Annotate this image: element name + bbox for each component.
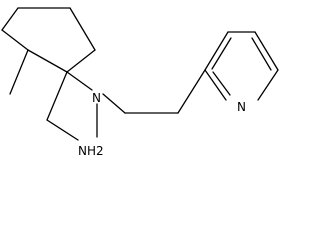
ch2-bond-1 [46,71,68,121]
molecule-drawing: NH2 N N [1,7,279,158]
structure-diagram: NH2 N N [1,7,279,158]
ring-bond-4 [27,49,68,73]
pyridine-n-label: N [237,100,246,114]
pyridine-bond-1 [204,31,229,71]
methyl-bond-ring [9,49,29,95]
ring-bond-6 [1,7,19,31]
pyridine-bond-3 [254,31,279,71]
pyridine-bond-5-inner [212,71,231,96]
ring-bond-3 [66,49,96,73]
pyridine-bond-1-inner [211,37,232,70]
ch2-bond-2 [46,119,79,141]
pyridine-bond-5 [204,69,227,101]
pyridine-bond-4 [257,69,279,101]
n-ch2-bond [102,93,126,114]
pyridine-bond-3-inner [251,37,272,71]
ch2-pyridine-bond [177,69,206,114]
ring-bond-5 [1,29,29,51]
nh2-label: NH2 [78,144,104,158]
c-n-bond [66,71,93,91]
ring-bond-2 [69,7,96,51]
amine-n-label: N [92,91,101,105]
